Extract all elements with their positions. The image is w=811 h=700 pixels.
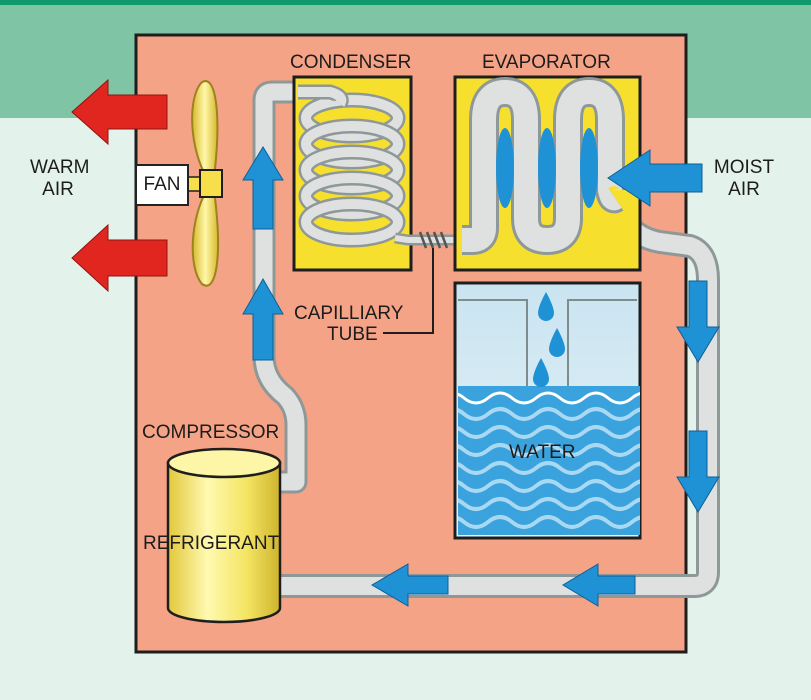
fan-icon bbox=[185, 80, 223, 287]
condenser-label: CONDENSER bbox=[290, 52, 412, 73]
moist-air-label-line2: AIR bbox=[728, 179, 760, 200]
warm-air-arrow-icon bbox=[71, 78, 168, 293]
top-stripe bbox=[0, 0, 811, 5]
water-label: WATER bbox=[509, 442, 576, 463]
capillary-tube bbox=[383, 231, 462, 334]
compressor-label: COMPRESSOR bbox=[142, 422, 280, 443]
evaporator-label: EVAPORATOR bbox=[482, 52, 611, 73]
warm-air-label-line1: WARM bbox=[30, 157, 90, 178]
moist-air-arrow-icon bbox=[607, 149, 703, 207]
refrigerant-label: REFRIGERANT bbox=[143, 533, 280, 554]
warm-air-label-line2: AIR bbox=[42, 179, 74, 200]
flow-arrow-icon bbox=[676, 280, 720, 513]
flow-arrow-icon bbox=[242, 146, 284, 361]
flow-arrow-icon bbox=[371, 563, 636, 607]
water-drop-icon bbox=[533, 292, 565, 387]
condenser-coil bbox=[298, 84, 406, 248]
capillary-tube-label-line1: CAPILLIARY bbox=[294, 303, 404, 324]
capillary-tube-label-line2: TUBE bbox=[327, 324, 378, 345]
water-tank bbox=[453, 281, 642, 540]
compressor-cylinder bbox=[166, 447, 282, 624]
evaporator-coil bbox=[457, 77, 626, 255]
moist-air-label-line1: MOIST bbox=[713, 157, 775, 178]
fan-label-box: FAN bbox=[135, 164, 189, 206]
fan-label: FAN bbox=[143, 174, 181, 195]
